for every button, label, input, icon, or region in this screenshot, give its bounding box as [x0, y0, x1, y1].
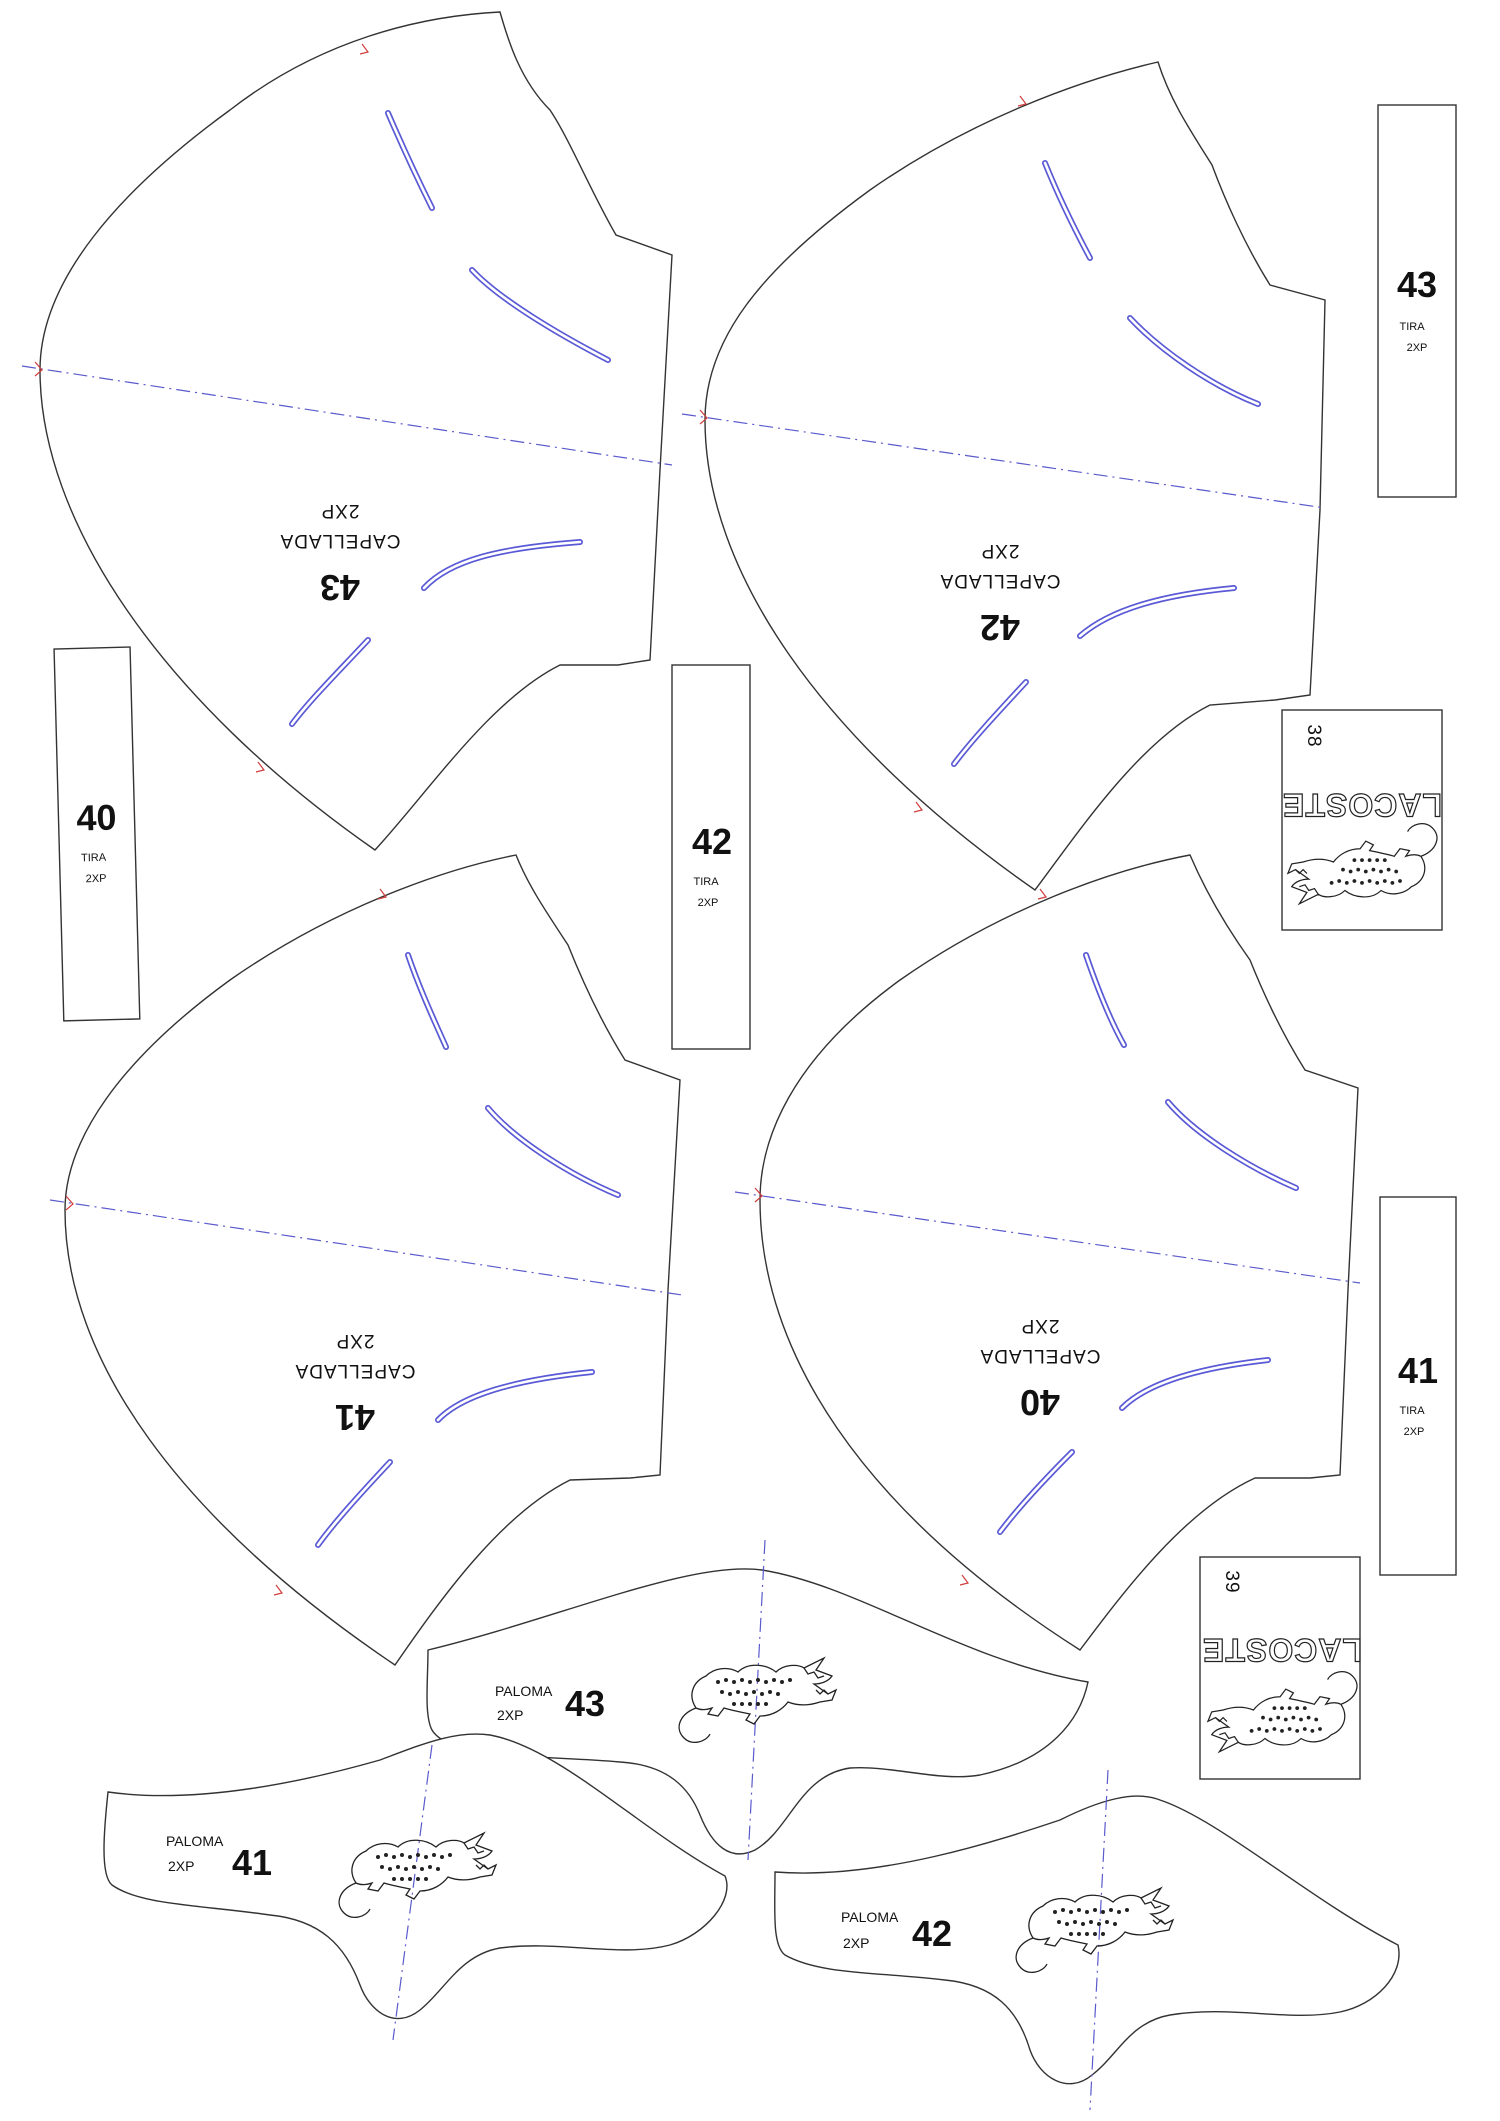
center-line [392, 1744, 433, 2041]
tira-quantity: 2XP [698, 897, 719, 909]
brand-label-size: 38 [1303, 724, 1324, 747]
tira-outline [1377, 104, 1457, 498]
paloma-size-number: 43 [565, 1683, 605, 1724]
notch-mark [34, 361, 43, 377]
paloma-size-number: 41 [232, 1842, 272, 1883]
tira-piece-41: 41 TIRA 2XP [1379, 1196, 1457, 1576]
capellada-outline [759, 854, 1359, 1651]
notch-mark [1017, 95, 1028, 107]
capellada-label: CAPELLADA [940, 570, 1061, 591]
paloma-outline [103, 1733, 728, 2020]
capellada-label: CAPELLADA [280, 530, 401, 551]
center-line [734, 1191, 1361, 1284]
tira-label: TIRA [693, 876, 719, 888]
capellada-piece-40: 40 CAPELLADA 2XP [734, 854, 1361, 1651]
paloma-label: PALOMA [841, 1909, 899, 1925]
capellada-piece-43: 43 CAPELLADA 2XP [21, 11, 673, 851]
brand-wordmark: LACOSTE [1202, 1632, 1362, 1668]
tira-size-number: 41 [1398, 1350, 1438, 1391]
notch-mark [754, 1187, 763, 1203]
tira-piece-40: 40 TIRA 2XP [53, 646, 141, 1022]
brand-wordmark: LACOSTE [1282, 787, 1442, 823]
capellada-outline [704, 61, 1326, 891]
tira-piece-43: 43 TIRA 2XP [1377, 104, 1457, 498]
tira-label: TIRA [81, 852, 107, 865]
tira-quantity: 2XP [1404, 1426, 1425, 1438]
capellada-quantity: 2XP [1021, 1315, 1060, 1336]
center-line [21, 365, 673, 466]
tira-label: TIRA [1399, 1405, 1425, 1417]
capellada-piece-42: 42 CAPELLADA 2XP [681, 61, 1326, 891]
capellada-quantity: 2XP [321, 500, 360, 521]
notch-mark [255, 761, 266, 773]
capellada-size-number: 41 [335, 1397, 375, 1438]
center-line [49, 1199, 683, 1296]
paloma-label: PALOMA [495, 1683, 553, 1699]
notch-mark [913, 801, 924, 813]
capellada-piece-41: 41 CAPELLADA 2XP [49, 854, 683, 1666]
notch-mark [1037, 888, 1048, 900]
tira-quantity: 2XP [1407, 342, 1428, 354]
center-line [681, 413, 1326, 509]
notch-mark [359, 43, 370, 55]
paloma-quantity: 2XP [497, 1707, 523, 1723]
brand-label-39: 39 LACOSTE [1199, 1556, 1363, 1780]
brand-label-size: 39 [1221, 1570, 1242, 1593]
capellada-label: CAPELLADA [295, 1360, 416, 1381]
capellada-quantity: 2XP [981, 540, 1020, 561]
notch-mark [273, 1584, 284, 1596]
tira-size-number: 40 [76, 796, 117, 838]
brand-label-38: 38 LACOSTE [1281, 709, 1443, 931]
notch-mark [959, 1574, 970, 1586]
brand-label-outline [1281, 709, 1443, 931]
notch-mark [377, 888, 388, 900]
tira-piece-42: 42 TIRA 2XP [671, 664, 751, 1050]
paloma-outline [774, 1795, 1400, 2085]
tira-size-number: 43 [1397, 264, 1437, 305]
tira-outline [53, 646, 141, 1022]
paloma-piece-42: PALOMA 2XP 42 [774, 1769, 1400, 2111]
tira-size-number: 42 [692, 821, 732, 862]
paloma-label: PALOMA [166, 1833, 224, 1849]
center-line [1089, 1769, 1109, 2111]
paloma-piece-43: PALOMA 2XP 43 [426, 1539, 1089, 1861]
tira-outline [671, 664, 751, 1050]
capellada-label: CAPELLADA [980, 1345, 1101, 1366]
paloma-piece-41: PALOMA 2XP 41 [103, 1733, 728, 2041]
capellada-size-number: 42 [980, 607, 1020, 648]
capellada-size-number: 40 [1020, 1382, 1060, 1423]
paloma-size-number: 42 [912, 1913, 952, 1954]
notch-mark [699, 409, 708, 425]
paloma-quantity: 2XP [168, 1858, 194, 1874]
capellada-outline [64, 854, 681, 1666]
notch-mark [65, 1195, 74, 1211]
paloma-quantity: 2XP [843, 1935, 869, 1951]
tira-outline [1379, 1196, 1457, 1576]
tira-label: TIRA [1399, 321, 1425, 333]
capellada-outline [39, 11, 673, 851]
capellada-size-number: 43 [320, 567, 360, 608]
brand-label-outline [1199, 1556, 1361, 1780]
tira-quantity: 2XP [86, 873, 107, 886]
center-line [747, 1539, 766, 1861]
capellada-quantity: 2XP [336, 1330, 375, 1351]
